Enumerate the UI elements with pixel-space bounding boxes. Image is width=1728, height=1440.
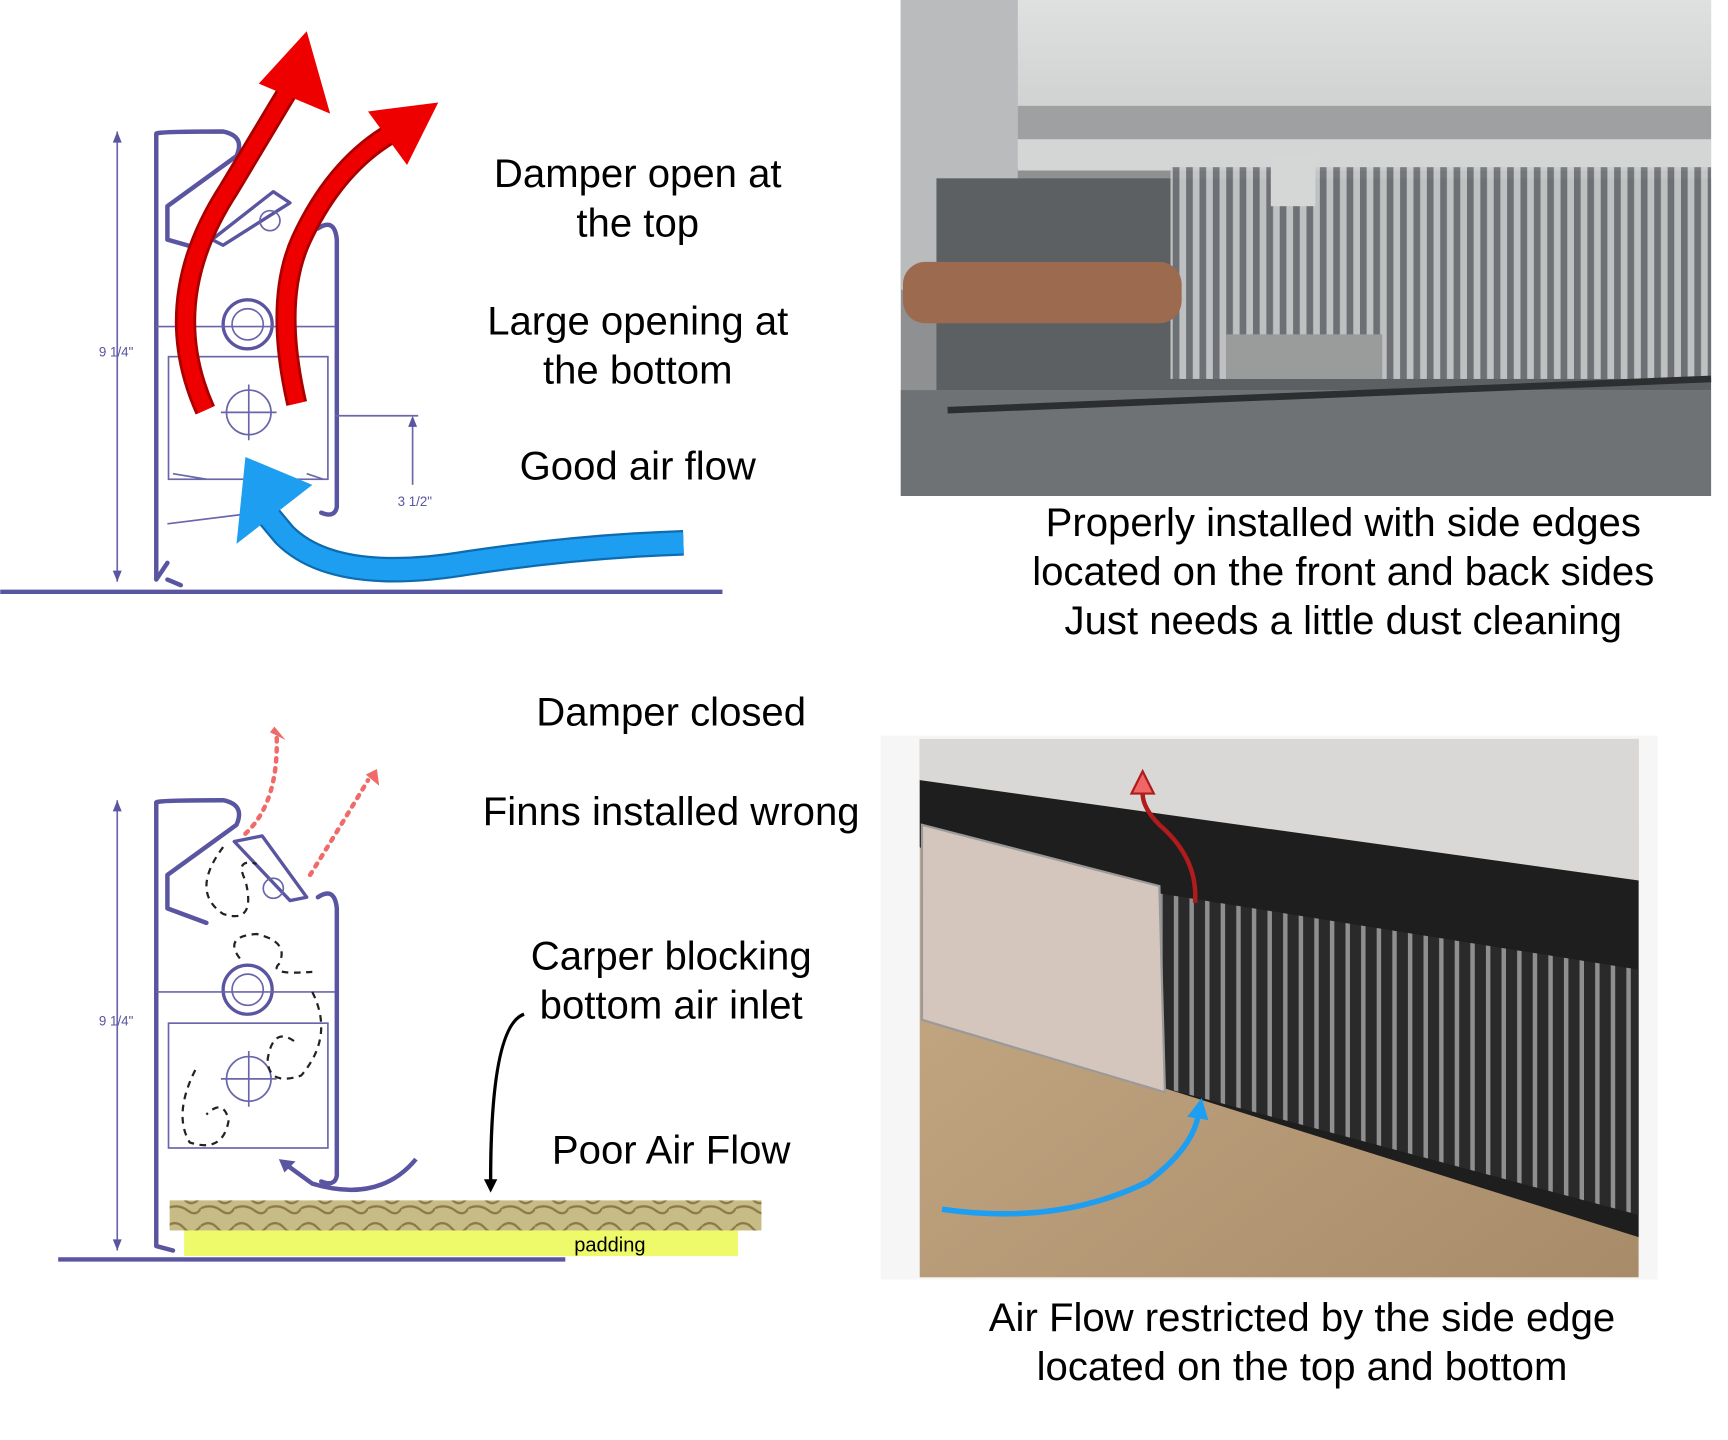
label-bottom-inlet: bottom air inlet: [540, 983, 803, 1028]
bottom-diagram-labels: Damper closed Finns installed wrong Carp…: [483, 690, 860, 1173]
hot-air-arrow-1: [175, 31, 331, 415]
blocked-air-arrow: [286, 1157, 418, 1193]
label-damper-open: Damper open at: [494, 151, 782, 196]
caption-line-1: Air Flow restricted by the side edge: [989, 1295, 1615, 1340]
label-good-air-flow: Good air flow: [520, 443, 757, 488]
label-the-bottom: the bottom: [543, 347, 733, 392]
label-poor-air-flow: Poor Air Flow: [552, 1128, 792, 1173]
pointer-arrow: [488, 1012, 525, 1182]
label-large-opening: Large opening at: [487, 298, 788, 343]
label-the-top: the top: [576, 200, 699, 245]
height-dimension-label: 9 1/4": [99, 345, 134, 360]
restricted-cold-air-arrow: [941, 1114, 1202, 1217]
top-photo-properly-installed: [900, 0, 1712, 496]
weak-air-arrow-1: [243, 733, 279, 836]
label-finns-wrong: Finns installed wrong: [483, 789, 860, 834]
cold-air-arrow: [236, 456, 684, 583]
back-panel: [154, 129, 242, 588]
caption-line-1: Properly installed with side edges: [1046, 500, 1641, 545]
weak-air-arrow-2: [307, 777, 371, 878]
front-panel: [315, 891, 340, 1186]
damper-closed: [232, 834, 309, 903]
carpet: [169, 1200, 762, 1231]
damper-open: [210, 190, 292, 247]
bottom-photo-caption: Air Flow restricted by the side edge loc…: [989, 1295, 1615, 1389]
label-damper-closed: Damper closed: [536, 690, 806, 735]
padding: [184, 1230, 739, 1257]
bottom-heater-diagram: 9 1/4" padding: [58, 726, 762, 1262]
label-carper-blocking: Carper blocking: [531, 934, 812, 979]
back-panel: [154, 798, 242, 1253]
caption-line-3: Just needs a little dust cleaning: [1065, 598, 1622, 643]
element-box: [167, 1022, 329, 1149]
top-photo-caption: Properly installed with side edges locat…: [1032, 500, 1654, 643]
front-panel: [315, 222, 340, 517]
turbulence-loop: [205, 846, 257, 918]
bottom-photo-installed-wrong: [880, 735, 1658, 1280]
caption-line-2: located on the top and bottom: [1037, 1344, 1568, 1389]
inlet-dimension-label: 3 1/2": [398, 494, 433, 509]
caption-line-2: located on the front and back sides: [1032, 549, 1654, 594]
height-dimension-label: 9 1/4": [99, 1013, 134, 1028]
weak-hot-air-arrow: [1140, 793, 1198, 903]
padding-label: padding: [574, 1235, 645, 1257]
top-diagram-labels: Damper open at the top Large opening at …: [487, 151, 788, 488]
top-heater-diagram: 9 1/4" 3 1/2": [0, 31, 723, 595]
hot-air-arrow-2: [275, 102, 439, 406]
